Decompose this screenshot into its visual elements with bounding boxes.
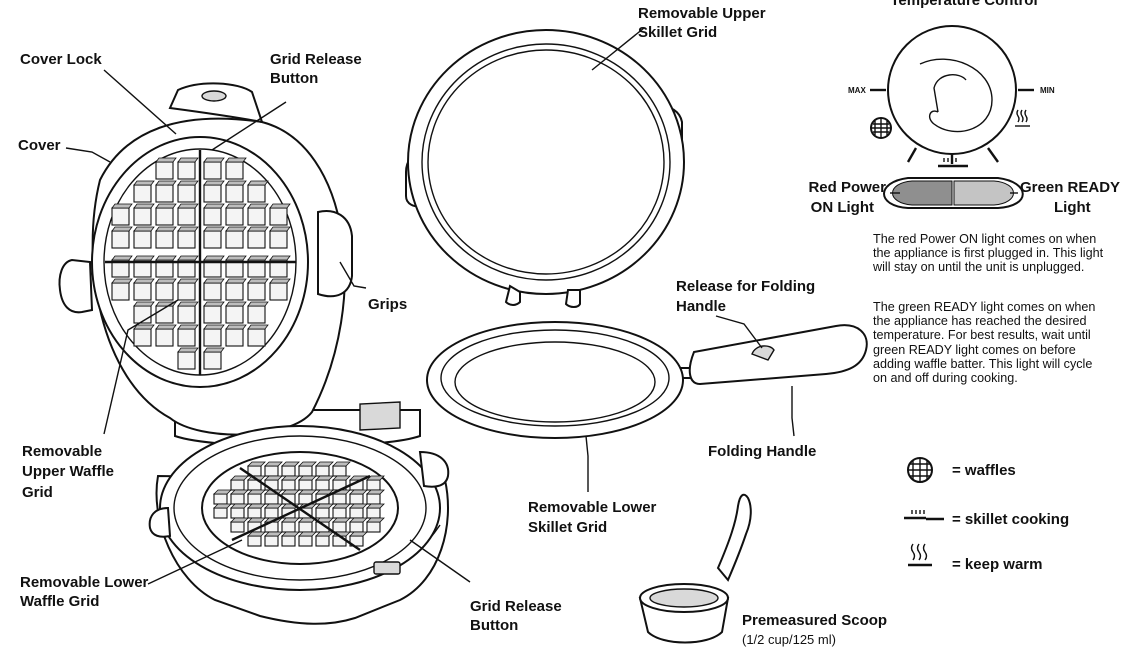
premeasured-scoop: [638, 493, 752, 644]
grips-label: Grips: [368, 296, 407, 313]
temperature-dial[interactable]: [887, 25, 1017, 155]
lower-skillet-grid-label-1: Removable Lower: [528, 499, 657, 516]
keep-warm-icon: [908, 543, 932, 567]
dial-skillet-mark-icon: [938, 158, 968, 168]
waffle-setting-icon: [907, 457, 933, 483]
premeasured-scoop-size-label: (1/2 cup/125 ml): [742, 632, 836, 647]
skillet-setting-icon: [904, 510, 944, 521]
upper-waffle-grid-label-1: Removable: [22, 443, 102, 460]
grid-release-button-top-label-2: Button: [270, 70, 318, 87]
dial-keep-warm-mark-icon: [1015, 109, 1030, 127]
ready-light-description: The green READY light comes on when the …: [873, 300, 1096, 386]
legend-skillet-label: = skillet cooking: [952, 511, 1069, 528]
cover-label: Cover: [18, 137, 61, 154]
legend: = waffles = skillet cooking = keep warm: [904, 457, 1069, 573]
legend-waffles-label: = waffles: [952, 462, 1016, 479]
upper-waffle-grid: [111, 157, 291, 370]
grid-release-button-bottom-label-1: Grid Release: [470, 598, 562, 615]
folding-handle-label: Folding Handle: [708, 443, 816, 460]
upper-skillet-grid-label-2: Skillet Grid: [638, 24, 717, 41]
lower-waffle-grid-label-1: Removable Lower: [20, 574, 149, 591]
dial-max-label: MAX: [848, 86, 866, 95]
callout-lines: [65, 27, 1018, 585]
upper-waffle-grid-label-3: Grid: [22, 484, 53, 501]
green-ready-light-label-2: Light: [1054, 199, 1091, 216]
dial-min-label: MIN: [1040, 86, 1055, 95]
power-on-light-description: The red Power ON light comes on when the…: [873, 232, 1104, 275]
upper-skillet-grid-label-1: Removable Upper: [638, 5, 766, 22]
grid-release-button-bottom-label-2: Button: [470, 617, 518, 634]
green-ready-light: [953, 180, 1014, 206]
upper-waffle-grid-label-2: Upper Waffle: [22, 463, 114, 480]
part-labels: Cover Lock Grid Release Button Cover Gri…: [18, 5, 1120, 647]
red-power-on-light-label-1: Red Power: [808, 179, 886, 196]
red-power-on-light: [892, 180, 953, 206]
release-folding-handle-label-2: Handle: [676, 298, 726, 315]
lower-skillet-grid: [426, 321, 868, 439]
legend-keep-warm-label: = keep warm: [952, 556, 1042, 573]
grid-release-button-top-label-1: Grid Release: [270, 51, 362, 68]
lower-skillet-grid-label-2: Skillet Grid: [528, 519, 607, 536]
release-folding-handle-label-1: Release for Folding: [676, 278, 815, 295]
temperature-control: Temperature Control MAX MIN: [848, 0, 1055, 209]
green-ready-light-label-1: Green READY: [1020, 179, 1120, 196]
cover-lock-label: Cover Lock: [20, 51, 102, 68]
premeasured-scoop-label: Premeasured Scoop: [742, 612, 887, 629]
lower-waffle-grid-label-2: Waffle Grid: [20, 593, 99, 610]
temperature-control-label: Temperature Control: [890, 0, 1037, 9]
dial-waffle-mark-icon: [870, 117, 892, 139]
upper-skillet-grid: [405, 29, 685, 308]
waffle-maker: [58, 82, 450, 625]
red-power-on-light-label-2: ON Light: [811, 199, 874, 216]
